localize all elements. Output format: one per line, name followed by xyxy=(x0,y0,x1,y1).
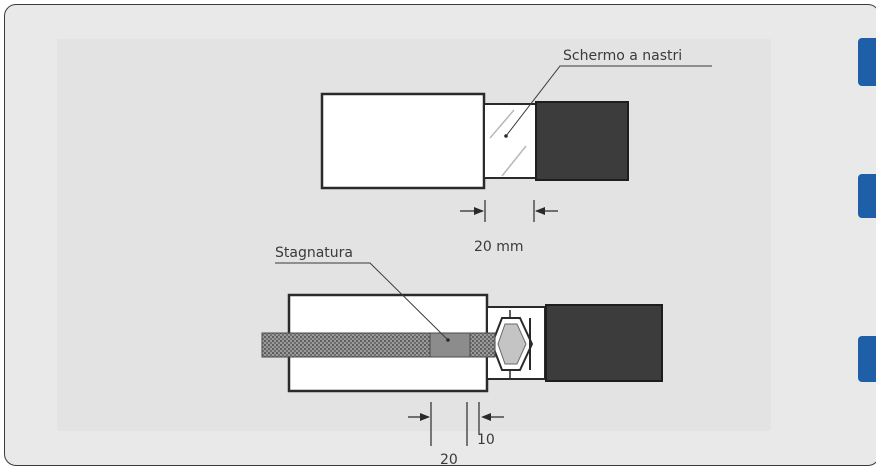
bottom-dimension-10-label: 10 xyxy=(477,432,495,448)
side-tab-2[interactable] xyxy=(858,174,876,218)
side-tab-3[interactable] xyxy=(858,336,876,382)
bottom-tinning-leader xyxy=(275,262,449,341)
top-cable-figure: Schermo a nastri 20 mm xyxy=(320,48,712,255)
bottom-tinning-label: Stagnatura xyxy=(275,245,353,261)
bottom-tinned-area xyxy=(429,332,471,358)
top-shield-label: Schermo a nastri xyxy=(563,48,682,64)
bottom-dimension-20-label: 20 xyxy=(440,452,458,468)
bottom-cable-jacket xyxy=(545,304,663,382)
side-tab-1[interactable] xyxy=(858,38,876,86)
top-dimension-label: 20 mm xyxy=(474,239,524,255)
bottom-cable-figure: Stagnatura 20 10 xyxy=(261,245,663,468)
top-cable-jacket xyxy=(535,101,629,181)
top-connector-body xyxy=(320,92,486,190)
top-shield-leader xyxy=(505,65,712,137)
